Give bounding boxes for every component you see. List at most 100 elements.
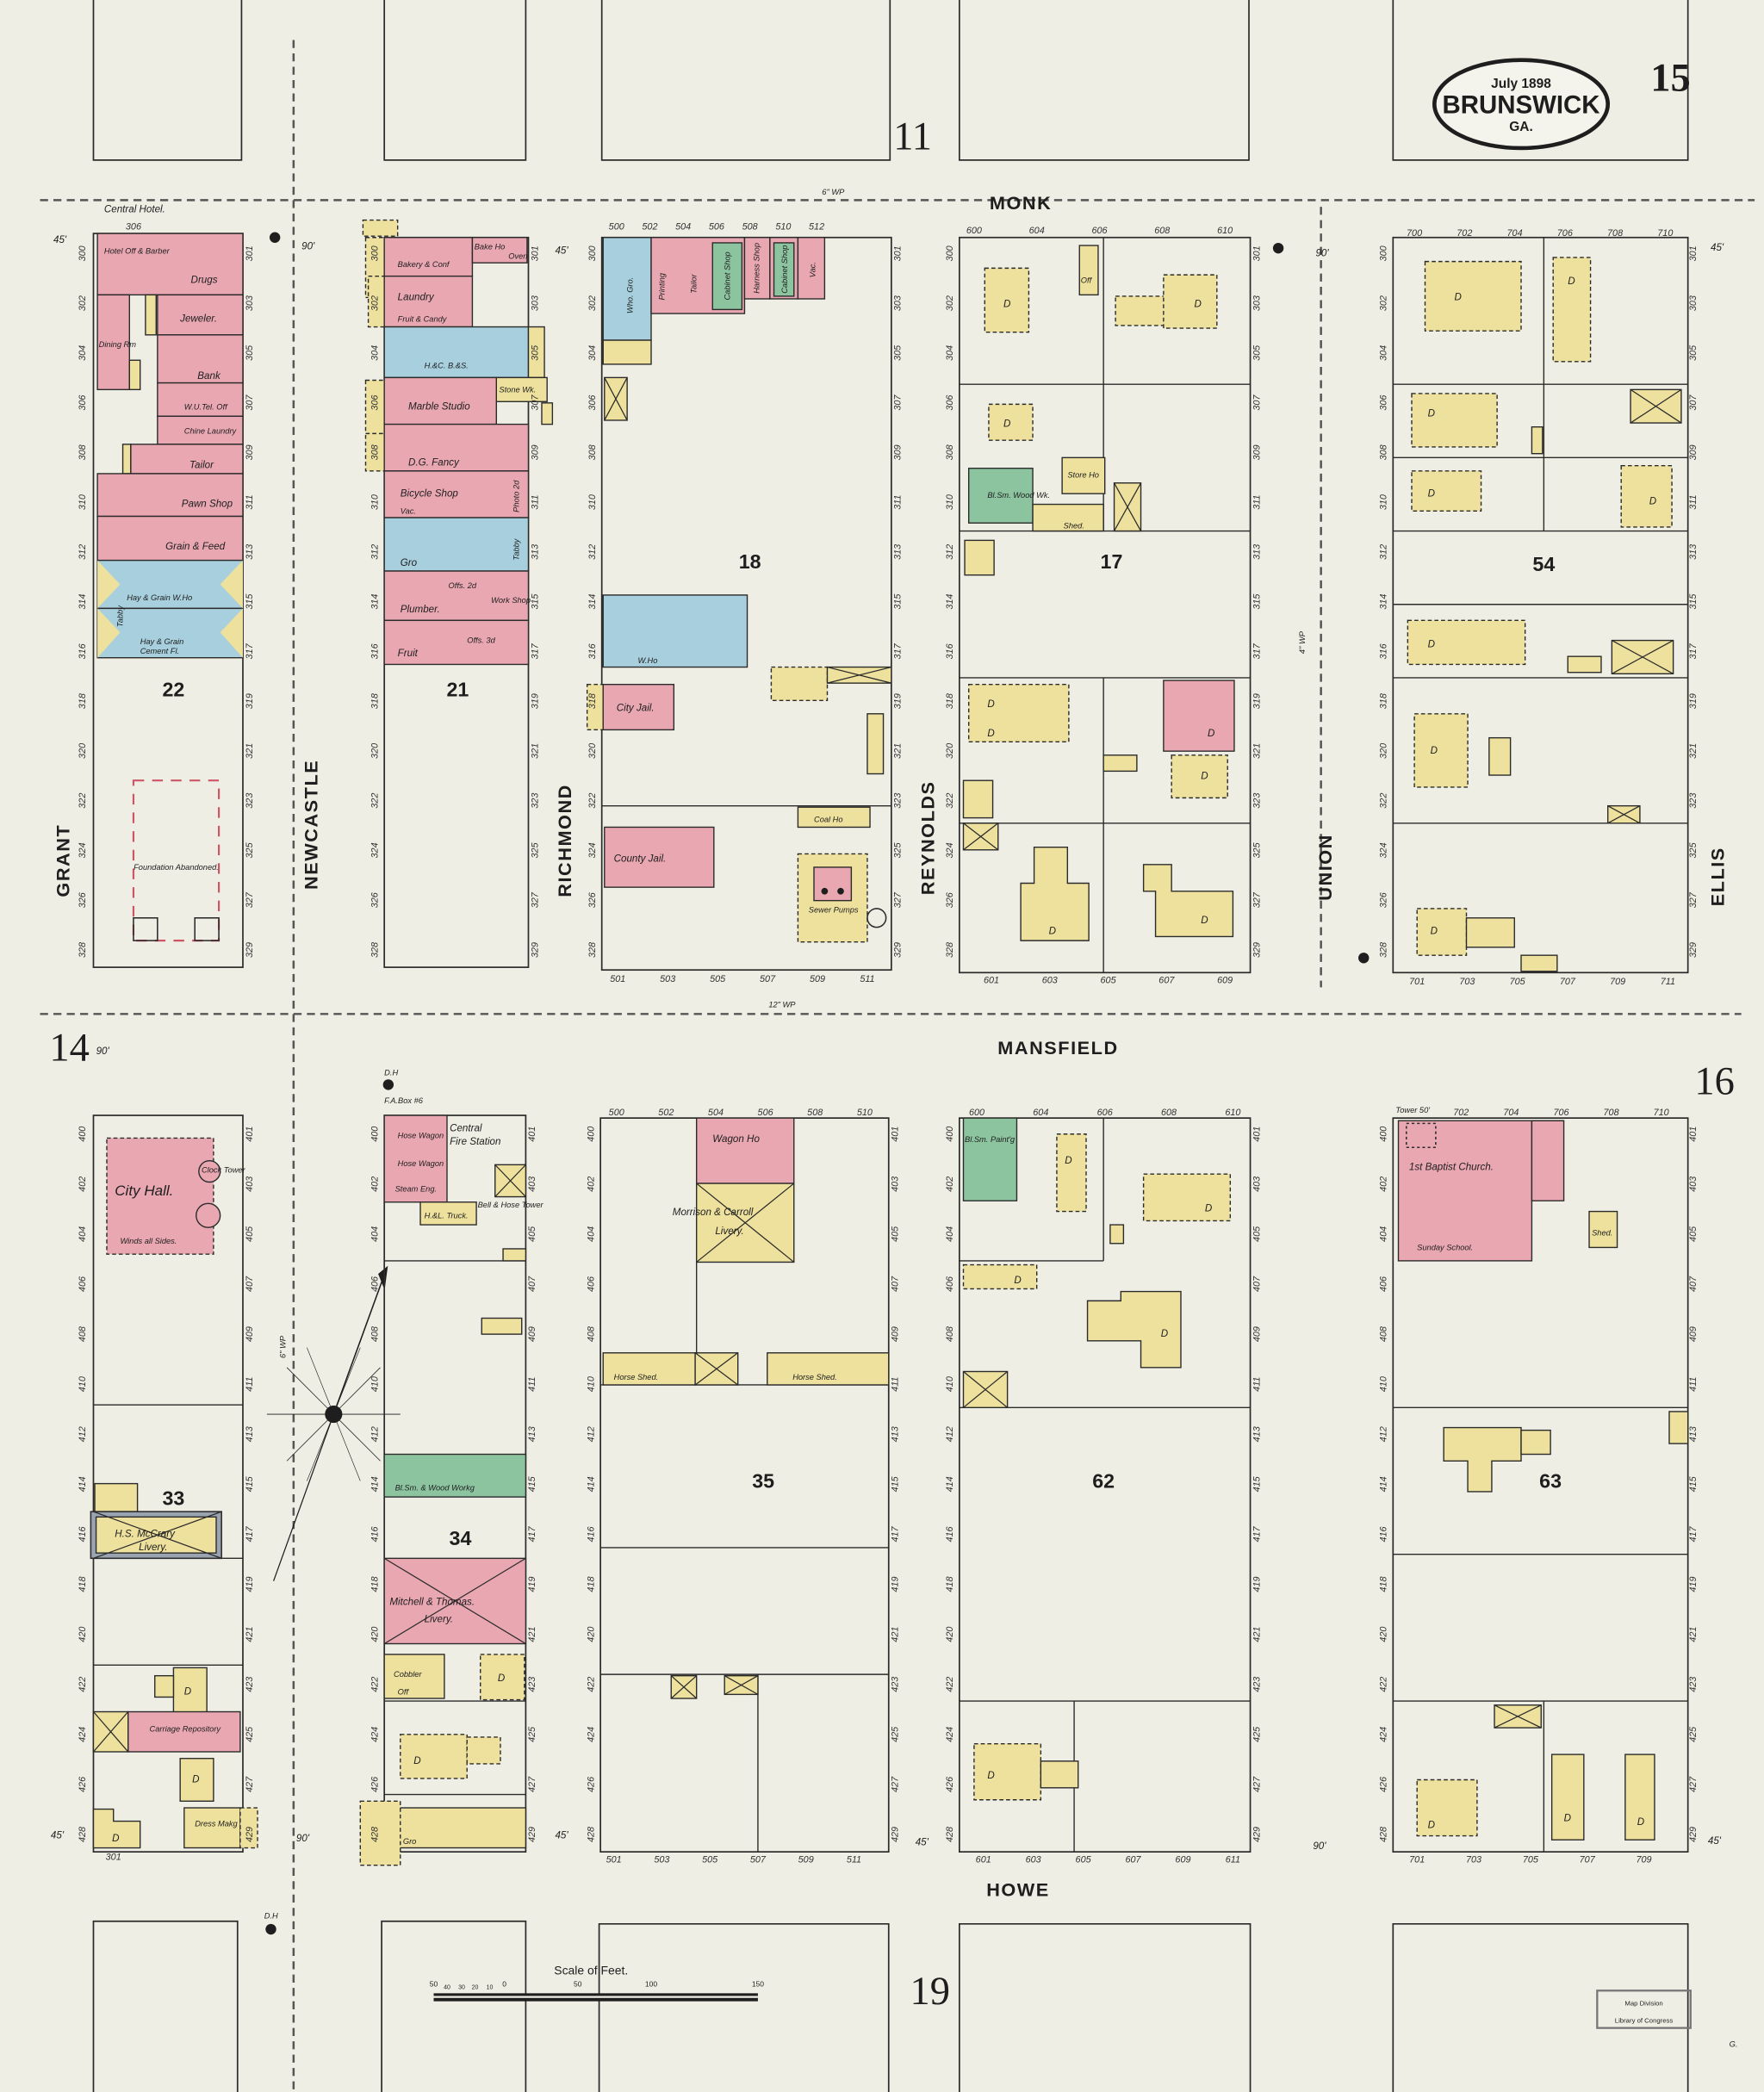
house-number: 408 xyxy=(945,1326,955,1342)
house-number: 424 xyxy=(370,1727,380,1742)
building-grocery-2 xyxy=(383,1807,527,1849)
svg-text:Coal Ho: Coal Ho xyxy=(814,815,843,823)
dwelling xyxy=(1086,1290,1182,1369)
house-number: 319 xyxy=(530,693,540,709)
building-tailor xyxy=(130,444,244,475)
svg-text:Bicycle Shop: Bicycle Shop xyxy=(401,487,459,499)
house-number: 426 xyxy=(586,1776,596,1792)
building-cobbler xyxy=(383,1654,445,1699)
house-number: 322 xyxy=(1379,793,1389,809)
svg-text:Work Shop: Work Shop xyxy=(491,596,531,605)
house-number: 304 xyxy=(1379,345,1389,361)
svg-text:Photo 2d: Photo 2d xyxy=(512,480,521,512)
svg-text:Bake Ho: Bake Ho xyxy=(475,243,506,251)
house-number: 402 xyxy=(1379,1176,1389,1192)
svg-text:D: D xyxy=(1431,745,1438,756)
house-number: 306 xyxy=(945,394,955,411)
house-number: 312 xyxy=(78,544,88,560)
house-number: 604 xyxy=(1033,1108,1048,1118)
house-number: 707 xyxy=(1580,1855,1596,1865)
house-number: 603 xyxy=(1042,976,1058,986)
house-number: 304 xyxy=(78,345,88,361)
house-number: 401 xyxy=(527,1127,537,1142)
house-number: 311 xyxy=(1252,494,1262,509)
dwelling xyxy=(1171,754,1228,799)
house-number: 301 xyxy=(530,245,540,261)
house-number: 322 xyxy=(370,793,380,809)
svg-text:62: 62 xyxy=(1092,1469,1115,1492)
house-number: 707 xyxy=(1560,977,1576,987)
svg-text:Livery.: Livery. xyxy=(425,1614,453,1625)
block-63: Tower 50' 1st Baptist Church. Sunday Sch… xyxy=(1392,1106,1689,1853)
house-number: 704 xyxy=(1503,1108,1519,1118)
house-number: 323 xyxy=(530,793,540,809)
house-number: 314 xyxy=(1379,594,1389,610)
house-number: 422 xyxy=(370,1677,380,1692)
svg-text:22: 22 xyxy=(163,679,185,701)
house-number: 305 xyxy=(530,345,540,361)
svg-text:45': 45' xyxy=(1708,1835,1722,1847)
house-number: 704 xyxy=(1507,228,1523,239)
house-number: 423 xyxy=(245,1677,255,1692)
house-number: 310 xyxy=(370,494,380,510)
svg-text:D: D xyxy=(1201,771,1208,782)
house-number: 419 xyxy=(527,1577,537,1592)
house-number: 401 xyxy=(1688,1127,1699,1142)
svg-text:Store Ho: Store Ho xyxy=(1067,471,1099,480)
svg-text:D: D xyxy=(1049,925,1057,936)
house-number: 315 xyxy=(530,593,540,610)
house-number: 317 xyxy=(1252,642,1262,659)
house-number: 702 xyxy=(1453,1108,1469,1118)
house-number: 500 xyxy=(609,1108,624,1118)
svg-text:Hose Wagon: Hose Wagon xyxy=(398,1159,444,1168)
svg-text:Who. Gro.: Who. Gro. xyxy=(625,277,634,313)
house-number: 303 xyxy=(1688,295,1699,311)
svg-text:Livery.: Livery. xyxy=(139,1542,167,1553)
dwelling xyxy=(1550,1754,1585,1841)
house-number: 327 xyxy=(245,891,255,908)
house-number: 302 xyxy=(587,295,598,311)
svg-text:Off: Off xyxy=(1081,276,1093,284)
building-bank xyxy=(157,334,244,384)
svg-text:H.S. McCrary: H.S. McCrary xyxy=(115,1529,176,1540)
house-number: 308 xyxy=(78,444,88,460)
svg-text:45': 45' xyxy=(555,245,568,256)
house-number: 601 xyxy=(984,976,999,986)
house-number: 411 xyxy=(1688,1377,1699,1392)
house-number: 411 xyxy=(527,1377,537,1392)
svg-text:Gro: Gro xyxy=(401,557,418,568)
house-number: 319 xyxy=(1688,693,1699,709)
adjacent-sheet-east: 16 xyxy=(1694,1059,1734,1103)
adjacent-sheet-north: 11 xyxy=(893,115,932,159)
house-number: 325 xyxy=(893,841,904,858)
svg-text:Tabby: Tabby xyxy=(512,537,521,560)
svg-text:D: D xyxy=(1568,276,1575,287)
svg-text:Bl.Sm. & Wood Workg: Bl.Sm. & Wood Workg xyxy=(395,1483,475,1492)
central-hotel-label: Central Hotel. xyxy=(104,203,165,214)
house-number: 410 xyxy=(370,1376,380,1392)
house-number: 427 xyxy=(1688,1776,1699,1792)
house-number: 326 xyxy=(370,891,380,908)
house-number: 307 xyxy=(1688,394,1699,411)
scale-tick-label: 0 xyxy=(502,1980,506,1989)
svg-text:Marble Studio: Marble Studio xyxy=(408,401,470,413)
house-number: 607 xyxy=(1126,1855,1142,1865)
house-number: 410 xyxy=(78,1376,88,1392)
house-number: 328 xyxy=(78,942,88,958)
house-number: 406 xyxy=(370,1276,380,1292)
house-number: 415 xyxy=(527,1475,537,1492)
house-number: 306 xyxy=(78,394,88,411)
house-number: 300 xyxy=(78,245,88,261)
svg-text:D: D xyxy=(498,1673,506,1684)
sheet-number: 15 xyxy=(1650,56,1690,100)
house-number: 421 xyxy=(1252,1627,1262,1642)
svg-text:Horse Shed.: Horse Shed. xyxy=(792,1373,837,1381)
house-number: 300 xyxy=(587,245,598,261)
horse-shed xyxy=(767,1352,890,1386)
svg-text:Library of Congress: Library of Congress xyxy=(1615,2016,1674,2024)
house-number: 312 xyxy=(945,544,955,560)
house-number: 708 xyxy=(1607,228,1623,239)
house-number: 428 xyxy=(1379,1827,1389,1842)
svg-text:Vac.: Vac. xyxy=(809,262,817,277)
building-city-hall xyxy=(106,1137,214,1255)
